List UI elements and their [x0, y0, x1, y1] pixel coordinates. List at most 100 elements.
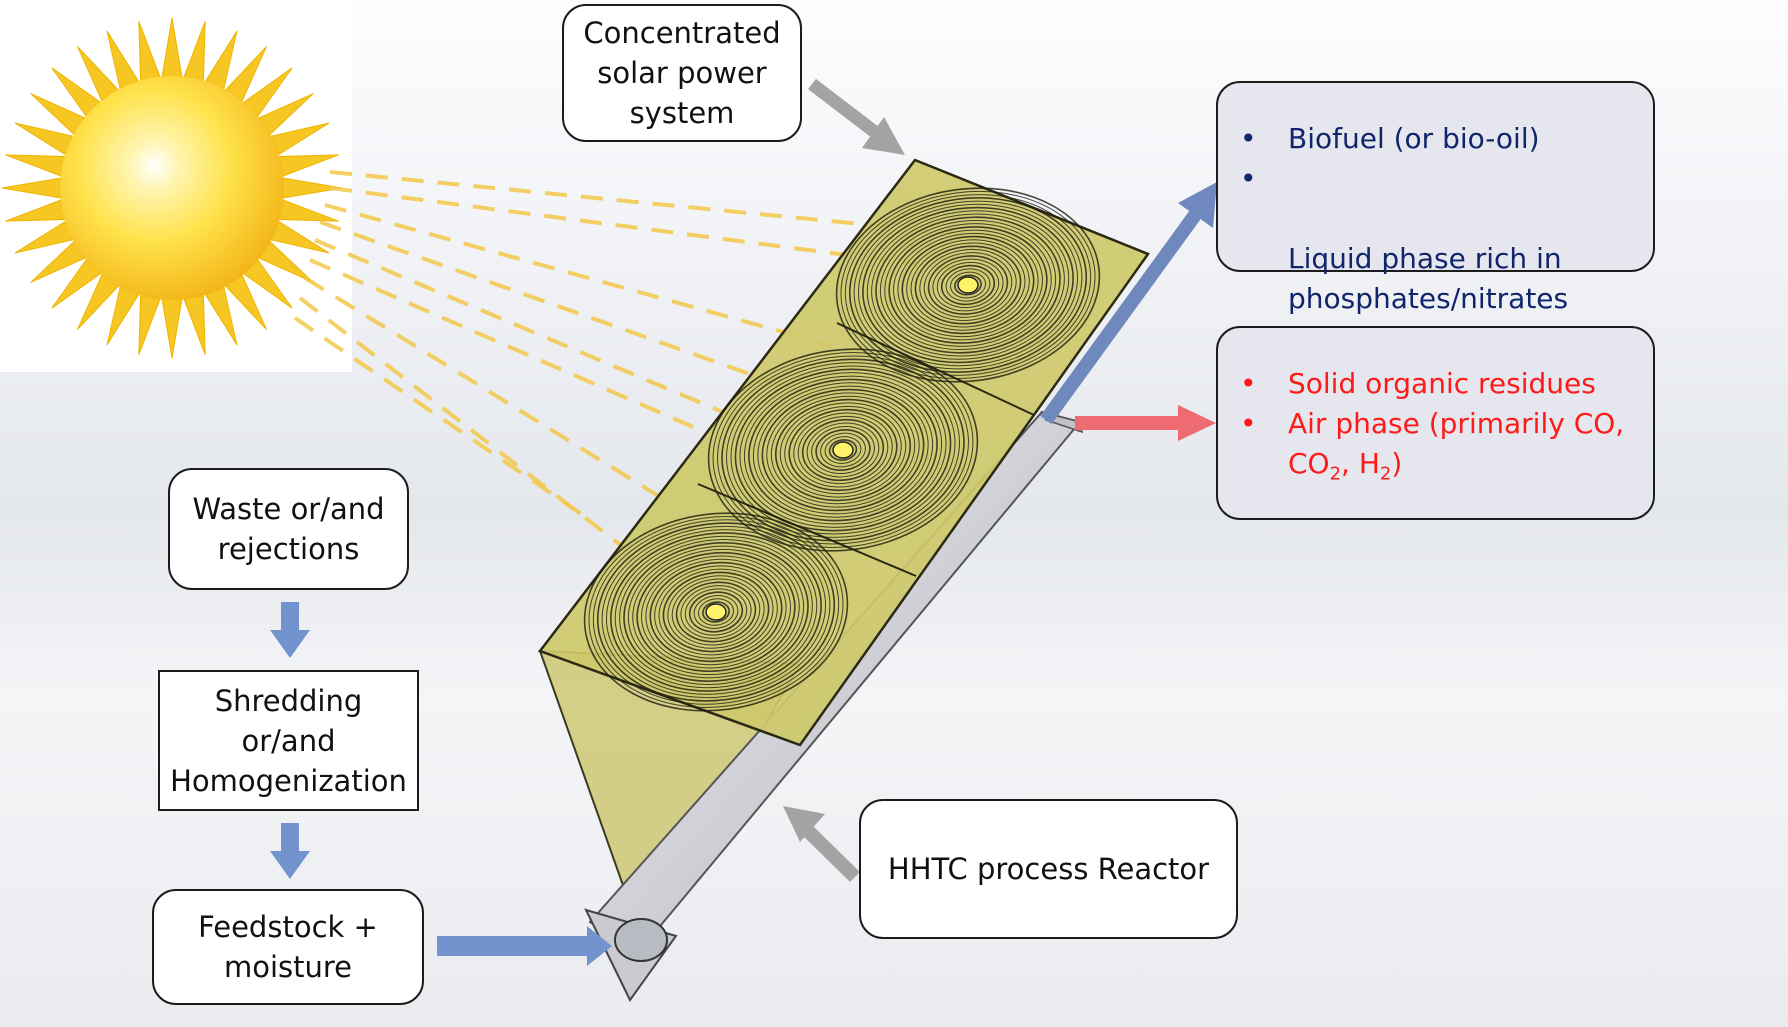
panel-divider-1 [836, 322, 1035, 416]
arrow-down-1-head [270, 630, 310, 658]
liquid-products-box: • Biofuel (or bio-oil) • Liquid phase ri… [1216, 81, 1655, 315]
fresnel-ring [806, 422, 880, 478]
liquid-product-text: Biofuel (or bio-oil) [1288, 122, 1540, 155]
liquid-product-text: Liquid phase rich in phosphates/nitrates [1288, 242, 1569, 315]
fresnel-ring [675, 581, 757, 643]
fresnel-ring [893, 229, 1043, 341]
fresnel-ring [721, 358, 965, 542]
fresnel-ring [797, 415, 889, 485]
arrows [270, 78, 1217, 966]
bullet-icon: • [1240, 162, 1257, 195]
fresnel-ring [596, 522, 836, 702]
h2-prefix-text: , H [1341, 447, 1380, 480]
fresnel-ring [605, 529, 827, 695]
fresnel-ring [693, 595, 739, 629]
fresnel-focus [705, 603, 727, 621]
co2-subscript: 2 [1329, 463, 1342, 485]
fresnel-ring [835, 187, 1101, 383]
air-phase-text: Air phase (primarily CO, [1288, 407, 1625, 440]
fresnel-ring [680, 585, 752, 639]
fresnel-lens [707, 348, 979, 552]
fresnel-ring [739, 372, 947, 528]
fresnel-ring [940, 264, 996, 306]
fresnel-ring [875, 216, 1061, 354]
fresnel-ring [793, 412, 893, 488]
fresnel-ring [697, 598, 735, 626]
fresnel-ring [636, 551, 796, 673]
fresnel-ring [888, 226, 1048, 344]
fresnel-ring [592, 519, 840, 705]
fresnel-ring [879, 219, 1057, 351]
fresnel-ring [707, 348, 979, 552]
fresnel-ring [848, 197, 1088, 373]
light-beam [319, 220, 881, 422]
bullet-icon: • [1240, 367, 1257, 400]
csp-system-box: Concentrated solar power system [562, 4, 802, 142]
fresnel-ring [853, 200, 1083, 370]
fresnel-ring [658, 568, 774, 656]
solar-collector-panel [537, 158, 1150, 747]
fresnel-ring [702, 601, 730, 623]
arrow-down-1 [281, 602, 299, 632]
fresnel-ring [945, 268, 991, 302]
fresnel-ring [717, 355, 969, 545]
fresnel-ring [815, 429, 871, 471]
fresnel-ring [770, 395, 916, 505]
fresnel-ring [932, 258, 1004, 312]
fresnel-ring [927, 255, 1009, 315]
liquid-product-item: • Biofuel (or bio-oil) [1240, 119, 1568, 159]
fresnel-ring [588, 516, 844, 708]
arrow-to-liquid-products-head [1178, 182, 1217, 228]
fresnel-ring [761, 388, 925, 512]
fresnel-ring [730, 365, 956, 535]
fresnel-ring [862, 206, 1074, 364]
liquid-products-list: • Biofuel (or bio-oil) • Liquid phase ri… [1240, 119, 1568, 319]
fresnel-ring [858, 203, 1078, 367]
fresnel-ring [871, 213, 1065, 357]
fresnel-ring [824, 436, 862, 464]
fresnel-ring [619, 539, 813, 685]
solid-gas-product-item: • Solid organic residues [1240, 364, 1624, 404]
arrow-to-csp [808, 78, 884, 142]
fresnel-ring [667, 575, 765, 649]
fresnel-ring [801, 418, 885, 482]
fresnel-focus [957, 276, 979, 294]
fresnel-ring [774, 398, 912, 502]
fresnel-ring [662, 571, 770, 653]
fresnel-ring [601, 525, 831, 699]
fresnel-ring [936, 261, 1000, 309]
fresnel-ring [632, 548, 800, 676]
waste-box: Waste or/and rejections [168, 468, 409, 590]
fresnel-ring [757, 385, 929, 515]
fresnel-ring [684, 588, 748, 636]
fresnel-ring [766, 392, 920, 508]
fresnel-ring [901, 235, 1035, 335]
fresnel-ring [788, 408, 898, 492]
fresnel-ring [811, 426, 875, 474]
fresnel-ring [779, 402, 907, 498]
close-paren-text: ) [1391, 447, 1403, 480]
arrow-down-2-head [270, 851, 310, 879]
fresnel-ring [743, 375, 943, 525]
fresnel-ring [623, 542, 809, 682]
fresnel-ring [734, 368, 952, 532]
fresnel-ring [840, 190, 1096, 380]
arrow-to-solid-gas-head [1178, 405, 1216, 441]
fresnel-lens [583, 512, 849, 712]
fresnel-lens [835, 187, 1101, 383]
bullet-icon: • [1240, 407, 1257, 440]
fresnel-ring [910, 242, 1026, 328]
fresnel-ring [884, 223, 1052, 347]
waste-label: Waste or/and rejections [192, 492, 385, 566]
shredding-box: Shredding or/and Homogenization [158, 670, 419, 811]
co2-text: CO [1288, 447, 1330, 480]
fresnel-ring [828, 439, 858, 461]
arrow-feed [437, 936, 587, 956]
panel-divider-2 [697, 483, 917, 577]
csp-system-label: Concentrated solar power system [583, 16, 781, 130]
fresnel-ring [649, 561, 783, 663]
fresnel-ring [712, 352, 974, 548]
fresnel-ring [583, 512, 849, 712]
liquid-product-item: • Liquid phase rich in phosphates/nitrat… [1240, 159, 1568, 319]
